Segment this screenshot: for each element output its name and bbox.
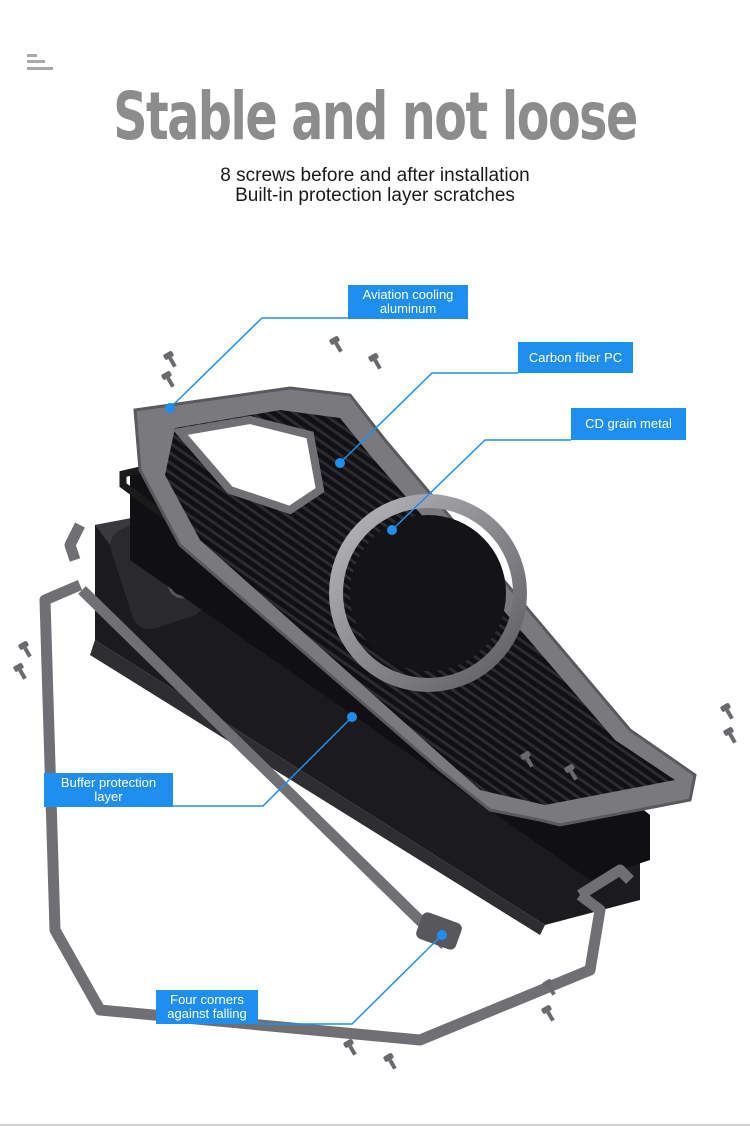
callout-buffer-layer: Buffer protection layer bbox=[44, 773, 173, 807]
leader-dots bbox=[165, 403, 447, 940]
phone-case-exploded-illustration bbox=[13, 317, 737, 1070]
subtitle-line-2: Built-in protection layer scratches bbox=[235, 185, 515, 206]
menu-icon[interactable] bbox=[27, 54, 55, 74]
carbon-back-case bbox=[133, 386, 697, 827]
leader-lines bbox=[169, 317, 571, 1025]
subtitle-line-1: 8 screws before and after installation bbox=[220, 165, 530, 186]
callout-carbon-fiber: Carbon fiber PC bbox=[518, 342, 633, 373]
bottom-divider bbox=[0, 1124, 750, 1126]
page-title: Stable and not loose bbox=[113, 78, 638, 155]
outer-bumper-frame bbox=[39, 522, 634, 1046]
callout-aviation-aluminum: Aviation cooling aluminum bbox=[348, 285, 468, 319]
callout-cd-grain-metal: CD grain metal bbox=[571, 408, 686, 440]
callout-four-corners: Four corners against falling bbox=[156, 990, 258, 1024]
screw-icon bbox=[13, 336, 737, 1070]
magsafe-ring bbox=[329, 494, 527, 692]
